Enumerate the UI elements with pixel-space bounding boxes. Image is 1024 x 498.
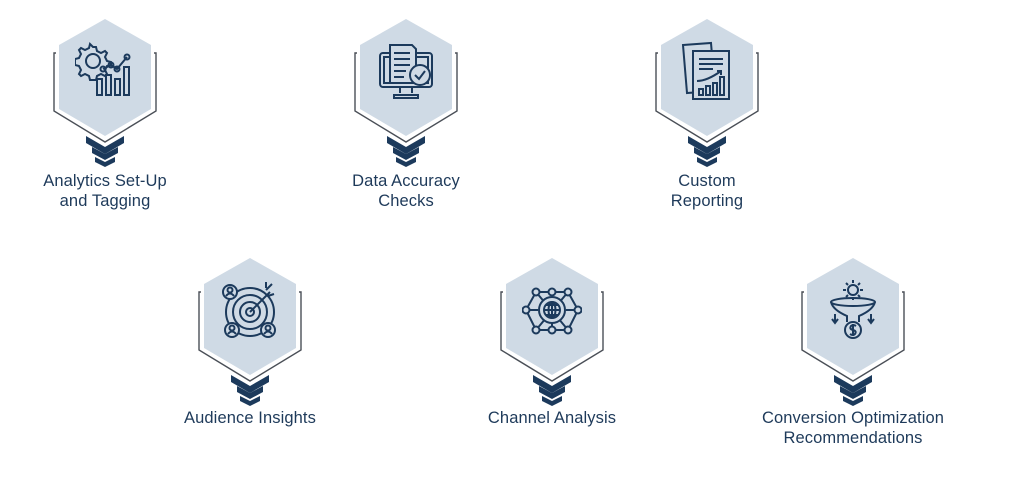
hexagon-badge xyxy=(497,258,607,408)
hexagon-badge xyxy=(50,19,160,169)
gear-chart-icon xyxy=(75,42,131,96)
funnel-dollar-icon xyxy=(830,280,876,339)
network-globe-icon xyxy=(522,287,582,335)
service-card-data-accuracy: Data Accuracy Checks xyxy=(296,19,516,259)
hexagon-badge xyxy=(798,258,908,408)
service-card-audience-insights: Audience Insights xyxy=(140,258,360,498)
service-card-analytics-setup: Analytics Set-Up and Tagging xyxy=(0,19,215,259)
monitor-document-check-icon xyxy=(379,44,433,99)
hexagon-badge xyxy=(195,258,305,408)
service-label: Custom Reporting xyxy=(670,172,744,210)
service-label: Analytics Set-Up and Tagging xyxy=(43,172,167,210)
service-card-channel-analysis: Channel Analysis xyxy=(442,258,662,498)
service-label: Data Accuracy Checks xyxy=(352,172,460,210)
report-growth-icon xyxy=(681,41,730,100)
target-audience-icon xyxy=(222,282,276,338)
hexagon-badge xyxy=(351,19,461,169)
service-label: Audience Insights xyxy=(184,409,316,427)
service-label: Channel Analysis xyxy=(487,409,617,427)
hexagon-badge xyxy=(652,19,762,169)
service-label: Conversion Optimization Recommendations xyxy=(761,409,945,447)
service-card-custom-reporting: Custom Reporting xyxy=(597,19,817,259)
service-card-conversion-optimization: Conversion Optimization Recommendations xyxy=(743,258,963,498)
